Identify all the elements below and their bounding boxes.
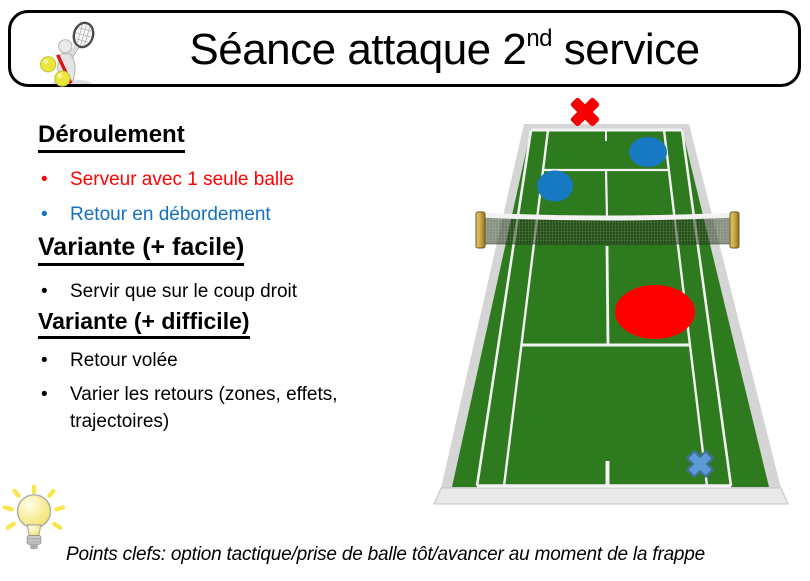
- blue-ellipse-far-right: [629, 137, 667, 167]
- court-surface: [452, 129, 769, 487]
- tennis-player-icon: [40, 21, 95, 88]
- court-diagram: [433, 97, 789, 505]
- net-post-left: [475, 211, 486, 249]
- section-heading-variante-difficile: Variante (+ difficile): [38, 308, 250, 339]
- title-bar: Séance attaque 2nd service: [8, 10, 801, 88]
- title-prefix: Séance attaque 2: [189, 25, 527, 74]
- bullet-item: Retour en débordement: [41, 201, 410, 228]
- bullet-item: Serveur avec 1 seule balle: [41, 166, 410, 193]
- title-superscript: nd: [526, 25, 553, 52]
- bullet-text: Retour en débordement: [70, 204, 271, 225]
- blue-cross-near: [686, 450, 714, 478]
- bullet-text: Retour volée: [70, 350, 178, 371]
- net-post-right: [729, 211, 740, 249]
- net: [475, 211, 740, 249]
- page-title: Séance attaque 2nd service: [101, 24, 788, 76]
- bullet-item: Servir que sur le coup droit: [41, 278, 410, 305]
- bullet-text: Varier les retours (zones, effets, traje…: [70, 384, 338, 432]
- court-apron-front-face: [433, 487, 789, 505]
- bullet-item: Retour volée: [41, 347, 410, 374]
- section-heading-variante-facile: Variante (+ facile): [38, 233, 245, 266]
- bullet-text: Servir que sur le coup droit: [70, 281, 298, 302]
- blue-ellipse-far-left: [537, 170, 573, 202]
- content-column: Déroulement Serveur avec 1 seule balle R…: [38, 115, 440, 455]
- section-heading-deroulement: Déroulement: [38, 121, 185, 153]
- title-suffix: service: [552, 25, 700, 74]
- red-cross-far: [570, 97, 600, 127]
- bullet-item: Varier les retours (zones, effets, traje…: [41, 381, 410, 435]
- light-bulb-icon: [2, 485, 66, 550]
- key-points-text: Points clefs: option tactique/prise de b…: [66, 544, 706, 565]
- bullet-text: Serveur avec 1 seule balle: [70, 169, 294, 190]
- red-ellipse-near: [615, 285, 695, 339]
